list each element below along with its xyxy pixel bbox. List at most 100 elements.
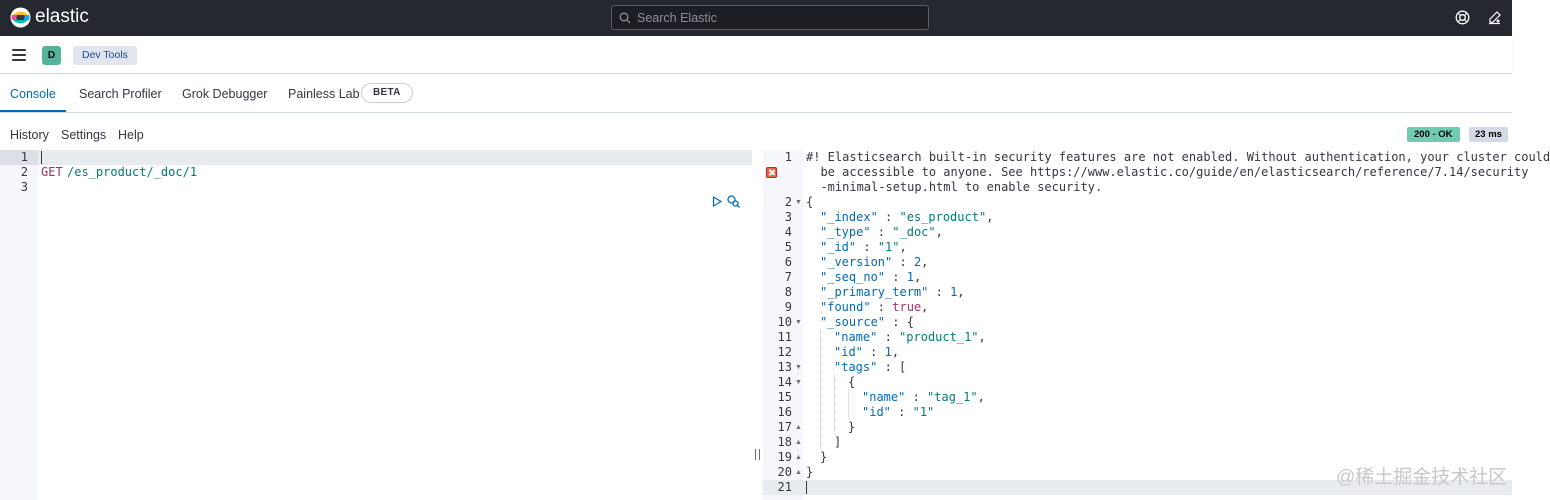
json-key: "found" [820,300,871,314]
response-tag-open: { [848,375,856,389]
fold-toggle-icon[interactable]: ▼ [795,319,802,326]
request-line-number: 1 [20,150,28,164]
newsfeed-icon[interactable] [1487,10,1502,25]
fold-toggle-icon[interactable]: ▲ [795,439,802,446]
json-key: "_primary_term" [820,285,929,299]
watermark-text: @稀土掘金技术社区 [1336,467,1508,488]
request-line-number: 3 [20,180,28,194]
json-value: "es_product" [899,210,987,224]
app-name[interactable]: elastic [35,6,89,27]
tab-painless-lab[interactable]: Painless Lab [288,87,360,101]
tab-search-profiler[interactable]: Search Profiler [79,87,162,101]
fold-toggle-icon[interactable]: ▼ [795,199,802,206]
request-options-icon[interactable] [726,194,740,208]
response-line-number: 12 [777,345,792,359]
response-line-number: 13 [777,360,792,374]
response-line-number: 4 [784,225,792,239]
response-line-number: 7 [784,270,792,284]
json-value: 2 [913,255,922,269]
response-line-number: 9 [784,300,792,314]
json-value: "product_1" [899,330,979,344]
response-line-number: 16 [777,405,792,419]
send-request-icon[interactable] [712,195,723,208]
response-source-close: } [820,450,828,464]
json-key: "_index" [820,210,878,224]
response-line-number: 3 [784,210,792,224]
help-icon[interactable] [1455,10,1470,25]
fold-toggle-icon[interactable]: ▲ [795,424,802,431]
warning-marker-icon[interactable] [766,167,777,178]
response-field-seq-no: "_seq_no" : 1, [820,270,922,284]
json-key: "_version" [820,255,893,269]
response-line-number: 14 [777,375,792,389]
response-field-tag-name: "name" : "tag_1", [862,390,985,404]
json-value: "1" [912,405,935,419]
json-key: "id" [834,345,863,359]
indent-guide [834,375,835,435]
tab-console[interactable]: Console [10,87,56,101]
json-key: "name" [834,330,878,344]
response-tags-close: ] [834,435,842,449]
fold-toggle-icon[interactable]: ▲ [795,454,802,461]
search-icon [619,12,631,24]
history-link[interactable]: History [10,128,49,142]
json-key: "_id" [820,240,857,254]
response-line-number: 15 [777,390,792,404]
search-input[interactable]: Search Elastic [611,5,929,30]
fold-toggle-icon[interactable]: ▼ [795,364,802,371]
response-open-brace: { [806,195,814,209]
response-comment-line: -minimal-setup.html to enable security. [806,180,1103,194]
json-key: "tags" [834,360,878,374]
json-key: "_seq_no" [820,270,886,284]
indent-guide [820,330,821,450]
request-gutter-active [0,150,38,165]
response-field-source-id: "id" : 1, [834,345,900,359]
response-line-number: 18 [777,435,792,449]
top-header: elastic Search Elastic [0,0,1512,36]
request-path[interactable]: /es_product/_doc/1 [67,165,198,179]
resize-grip-icon[interactable] [755,449,760,460]
elastic-logo-icon[interactable] [10,7,31,28]
fold-toggle-icon[interactable]: ▼ [795,379,802,386]
response-line-number: 8 [784,285,792,299]
json-value: "1" [877,240,900,254]
response-line-number: 20 [777,465,792,479]
json-value: "_doc" [892,225,936,239]
request-method[interactable]: GET [41,165,63,179]
response-field-type: "_type" : "_doc", [820,225,943,239]
json-value: 1 [884,345,892,359]
response-field-found: "found" : true, [820,300,929,314]
indent-guide [848,390,849,420]
tab-grok-debugger[interactable]: Grok Debugger [182,87,268,101]
response-line-number: 2 [784,195,792,209]
help-link[interactable]: Help [118,128,144,142]
json-key: "_type" [820,225,871,239]
fold-toggle-icon[interactable]: ▲ [795,469,802,476]
response-line-number: 21 [777,480,792,494]
request-gutter [0,150,38,500]
response-field-source: "_source" : { [820,315,914,329]
menu-toggle-icon[interactable] [12,49,26,61]
search-placeholder: Search Elastic [637,11,717,25]
response-line-number: 5 [784,240,792,254]
response-line-number: 17 [777,420,792,434]
response-tag-close: } [848,420,856,434]
request-active-line [0,150,752,165]
space-avatar[interactable]: D [42,46,61,65]
response-field-version: "_version" : 2, [820,255,929,269]
request-line-number: 2 [20,165,28,179]
json-value: 1 [950,285,958,299]
response-field-tags: "tags" : [ [834,360,907,374]
panel-divider[interactable] [752,150,763,500]
json-value: 1 [906,270,914,284]
json-key: "id" [862,405,891,419]
response-gutter [763,150,803,500]
active-tab-indicator [0,110,66,112]
settings-link[interactable]: Settings [61,128,107,142]
response-close-brace: } [806,465,814,479]
json-value: true [892,300,922,314]
response-line-number: 11 [777,330,792,344]
response-line-number: 10 [777,315,792,329]
dev-tools-tabs: Console Search Profiler Grok Debugger Pa… [0,74,1512,113]
breadcrumb[interactable]: Dev Tools [73,46,137,65]
